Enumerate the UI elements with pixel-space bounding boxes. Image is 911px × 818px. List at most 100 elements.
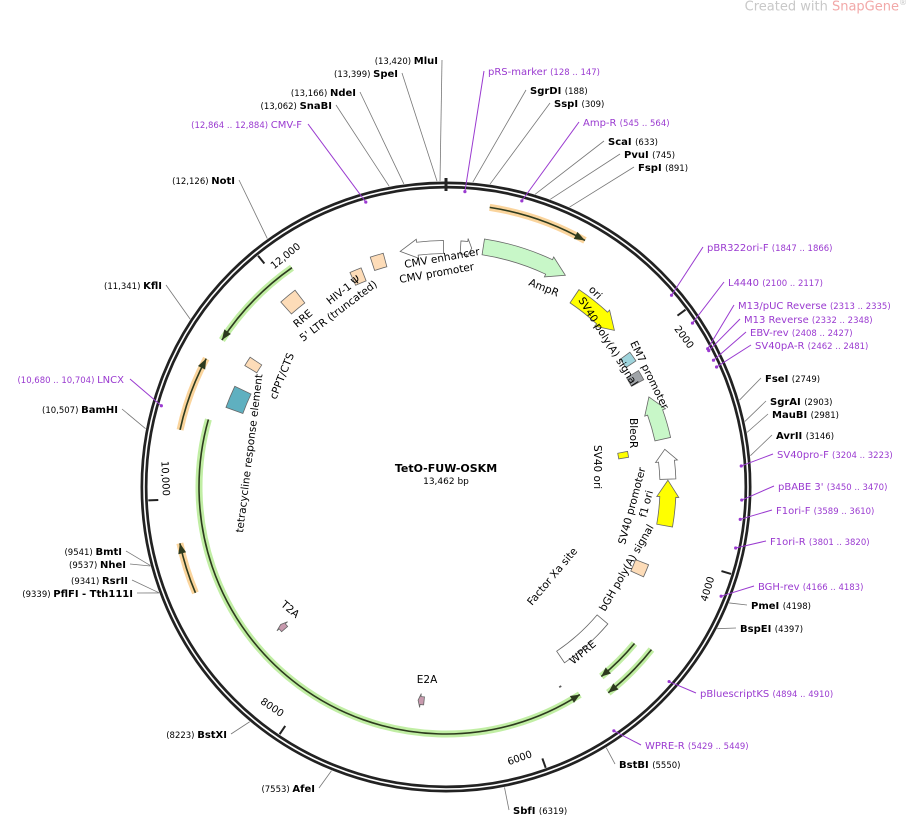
feature-label: cPPT/CTS [268,351,298,401]
primer-label[interactable]: Amp-R (545 .. 564) [583,118,670,129]
enzyme-site[interactable]: (13,420) MluI [375,56,438,67]
feature-label: T2A [278,598,303,621]
enzyme-leader-line [569,166,635,208]
primer-range: (10,680 .. 10,704) [17,376,97,386]
primer-range: (4894 .. 4910) [772,690,833,700]
enzyme-site[interactable]: (13,062) SnaBI [261,101,333,112]
enzyme-site[interactable]: PvuI (745) [624,150,675,161]
feature-tetracycline-response-element[interactable] [225,385,252,415]
feature-ampr[interactable] [481,238,567,278]
tick-label: 12,000 [269,241,303,272]
primer-label[interactable]: L4440 (2100 .. 2117) [728,278,823,289]
enzyme-leader-line [744,400,767,422]
feature-sv40-promoter[interactable] [654,448,679,480]
enzyme-position: (13,420) [375,57,414,67]
enzyme-leader-line [472,89,527,183]
enzyme-site[interactable]: (9537) NheI [69,560,126,571]
enzyme-site[interactable]: (10,507) BamHI [42,405,118,416]
enzyme-site[interactable]: SbfI (6319) [513,806,567,817]
enzyme-leader-line [489,102,551,185]
primer-label[interactable]: F1ori-F (3589 .. 3610) [776,506,874,517]
primer-label[interactable]: pRS-marker (128 .. 147) [488,67,600,78]
primer-range: (5429 .. 5449) [688,742,749,752]
enzyme-site[interactable]: MauBI (2981) [772,410,839,421]
feature-sv40-ori[interactable] [617,450,630,460]
feature-wpre[interactable] [556,614,609,664]
enzyme-site[interactable]: SspI (309) [554,99,604,110]
enzyme-name: SpeI [373,69,398,80]
primer-range: (545 .. 564) [620,119,670,129]
enzyme-site[interactable]: SgrDI (188) [530,86,588,97]
feature-5-ltr-truncated-[interactable] [369,252,388,271]
enzyme-name: NheI [100,560,126,571]
feature-cmv-enhancer[interactable] [399,238,445,259]
primer-label[interactable]: M13 Reverse (2332 .. 2348) [744,315,873,326]
feature-label: SV40 ori [591,445,603,489]
enzyme-site[interactable]: BspEI (4397) [740,624,803,635]
primer-site-marker [612,729,616,733]
tick-label: 4000 [699,575,717,603]
primer-name: BGH-rev [758,582,803,593]
tick-mark [676,308,687,317]
primer-name: pRS-marker [488,67,550,78]
feature-e2a[interactable] [417,693,425,708]
enzyme-site[interactable]: AvrII (3146) [776,431,834,442]
feature-em7-promoter[interactable] [625,370,645,387]
enzyme-site[interactable]: (13,166) NdeI [291,88,356,99]
enzyme-leader-line [318,770,332,789]
enzyme-site[interactable]: (9341) RsrII [71,576,128,587]
enzyme-leader-line [439,59,443,182]
primer-label[interactable]: pBABE 3' (3450 .. 3470) [778,482,887,493]
feature-ori[interactable] [569,289,615,331]
enzyme-site[interactable]: FseI (2749) [765,374,820,385]
enzyme-name: MauBI [772,410,811,421]
primer-label[interactable]: WPRE-R (5429 .. 5449) [645,741,749,752]
feature-sv40-poly-a-signal[interactable] [619,351,637,369]
feature-factor-xa-site[interactable] [558,685,562,689]
primer-label[interactable]: pBR322ori-F (1847 .. 1866) [707,243,833,254]
enzyme-position: (9341) [71,577,102,587]
enzyme-leader-line [534,140,605,195]
enzyme-site[interactable]: FspI (891) [638,163,688,174]
orf-arrowhead-icon [178,543,187,555]
primer-range: (3204 .. 3223) [832,451,893,461]
feature-cmv-promoter[interactable] [459,238,473,258]
primer-label[interactable]: (12,864 .. 12,884) CMV-F [191,120,302,131]
enzyme-site[interactable]: (11,341) KflI [104,281,162,292]
feature-bleor[interactable] [644,396,672,442]
primer-label[interactable]: pBluescriptKS (4894 .. 4910) [700,689,833,700]
enzyme-site[interactable]: BstBI (5550) [619,760,680,771]
primer-range: (2332 .. 2348) [812,316,873,326]
primer-label[interactable]: M13/pUC Reverse (2313 .. 2335) [738,301,891,312]
enzyme-name: MluI [414,56,438,67]
primer-name: F1ori-F [776,506,814,517]
primer-label[interactable]: SV40pro-F (3204 .. 3223) [777,450,893,461]
enzyme-site[interactable]: (9339) PflFI - Tth111I [22,589,133,600]
feature-f1-ori[interactable] [656,479,680,528]
enzyme-site[interactable]: (8223) BstXI [166,730,227,741]
primer-label[interactable]: (10,680 .. 10,704) LNCX [17,375,124,386]
enzyme-site[interactable]: ScaI (633) [608,137,658,148]
enzyme-site[interactable]: SgrAI (2903) [770,397,833,408]
primer-label[interactable]: EBV-rev (2408 .. 2427) [750,328,853,339]
enzyme-site[interactable]: (13,399) SpeI [334,69,398,80]
feature-t2a[interactable] [276,621,289,633]
primer-label[interactable]: BGH-rev (4166 .. 4183) [758,582,863,593]
primer-name: Amp-R [583,118,620,129]
feature-layer [225,238,680,708]
enzyme-site[interactable]: PmeI (4198) [751,601,811,612]
feature-bgh-poly-a-signal[interactable] [630,559,650,578]
primer-label[interactable]: F1ori-R (3801 .. 3820) [770,537,870,548]
enzyme-name: AvrII [776,431,806,442]
feature-hiv-1-[interactable] [349,267,367,286]
primer-label[interactable]: SV40pA-R (2462 .. 2481) [755,341,868,352]
orf-arc[interactable] [198,419,581,735]
primer-site-marker [739,464,743,468]
feature-rre[interactable] [280,289,306,315]
enzyme-site[interactable]: (9541) BmtI [64,547,122,558]
enzyme-site[interactable]: (12,126) NotI [172,176,235,187]
feature-cppt-cts[interactable] [244,356,263,374]
enzyme-name: SnaBI [300,101,332,112]
enzyme-site[interactable]: (7553) AfeI [261,784,315,795]
enzyme-position: (309) [582,100,605,110]
